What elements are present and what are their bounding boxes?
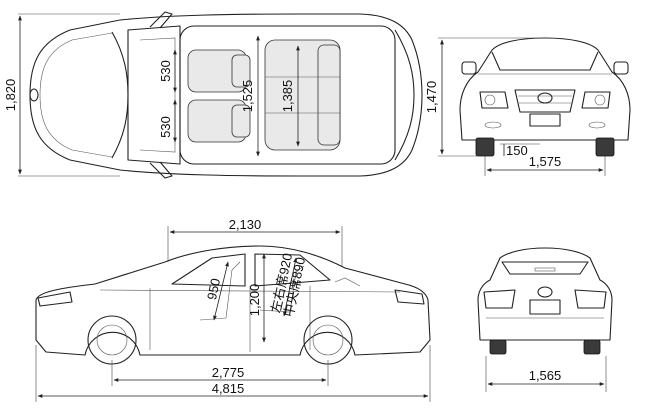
rear-seat-width-label: 530 — [158, 116, 173, 138]
dim-overall-length: 4,815 — [35, 345, 431, 402]
front-headroom-label: 950 — [204, 277, 223, 301]
front-seat-width-label: 530 — [158, 60, 173, 82]
dim-overall-width: 1,820 — [3, 13, 120, 177]
rear-shoulder-width-label: 1,385 — [280, 80, 295, 113]
overall-length-label: 4,815 — [212, 381, 245, 396]
dim-overall-height: 1,470 — [424, 37, 545, 157]
overall-width-label: 1,820 — [3, 79, 18, 112]
interior-height-label: 1,200 — [247, 284, 262, 317]
dim-rear-tread: 1,565 — [485, 356, 607, 392]
dim-ground-clearance: 150 — [500, 143, 540, 158]
dim-shoulder-widths: 1,525 1,385 — [240, 35, 300, 157]
dim-interior-heights: 950 1,200 左右席920 中央席890 — [204, 252, 308, 343]
top-view-car — [29, 11, 423, 179]
cabin-length-label: 2,130 — [229, 217, 262, 232]
front-shoulder-width-label: 1,525 — [240, 80, 255, 113]
dim-cabin-length: 2,130 — [167, 217, 343, 266]
overall-height-label: 1,470 — [424, 81, 439, 114]
rear-view-car — [477, 247, 613, 355]
side-view-car — [35, 245, 431, 365]
dim-front-seat-widths: 530 530 — [158, 49, 177, 143]
wheelbase-label: 2,775 — [212, 365, 245, 380]
rear-tread-label: 1,565 — [529, 368, 562, 383]
dim-wheelbase: 2,775 — [111, 360, 329, 386]
ground-clearance-label: 150 — [506, 143, 528, 158]
front-tread-label: 1,575 — [529, 154, 562, 169]
dim-front-tread: 1,575 — [484, 154, 606, 176]
front-view-car — [459, 37, 631, 157]
